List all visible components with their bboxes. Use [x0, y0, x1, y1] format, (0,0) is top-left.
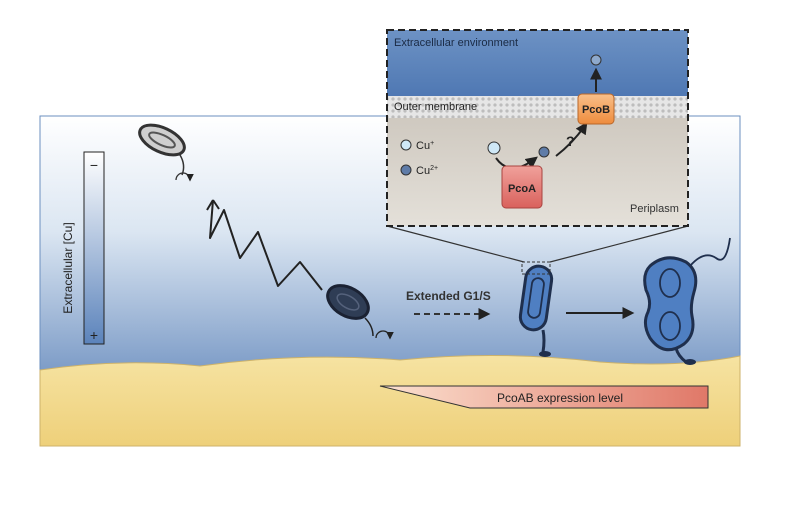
- swim-path: [209, 199, 323, 291]
- gradient-plus: +: [90, 327, 98, 343]
- extended-g1s-label: Extended G1/S: [406, 289, 491, 303]
- expression-label: PcoAB expression level: [497, 391, 623, 405]
- swarmer-cell-dark: [326, 284, 394, 340]
- legend-cu2: Cu2+: [416, 165, 438, 177]
- expression-wedge: PcoAB expression level: [379, 385, 709, 409]
- periplasm-label: Periplasm: [630, 203, 679, 215]
- question-mark: ?: [566, 133, 575, 149]
- inset-panel: Extracellular environment Outer membrane…: [386, 29, 689, 227]
- legend-cu1: Cu+: [416, 140, 434, 152]
- gradient-label: Extracellular [Cu]: [61, 222, 75, 313]
- stalked-cell: [518, 261, 554, 357]
- pcob-box: [577, 93, 615, 125]
- inset-environment: [387, 30, 688, 96]
- swarmer-cell-grey: [138, 123, 194, 182]
- pcob-label: PcoB: [582, 104, 610, 116]
- membrane-label: Outer membrane: [394, 101, 477, 113]
- exported-ion: [590, 54, 602, 66]
- cu1-ion: [487, 141, 501, 155]
- dividing-cell: [643, 237, 731, 365]
- environment-label: Extracellular environment: [394, 37, 518, 49]
- cu2-icon: [400, 164, 412, 176]
- pcoa-label: PcoA: [508, 183, 536, 195]
- gradient-minus: −: [90, 157, 98, 173]
- pcoa-box: [501, 165, 543, 209]
- sediment: [39, 354, 741, 447]
- copper-gradient-bar: − + Extracellular [Cu]: [61, 151, 105, 345]
- cu2-ion: [538, 146, 550, 158]
- transport-arrow: [555, 122, 588, 157]
- rotation-icon: [175, 172, 194, 182]
- cu1-icon: [400, 139, 412, 151]
- rotation-icon-2: [375, 330, 394, 340]
